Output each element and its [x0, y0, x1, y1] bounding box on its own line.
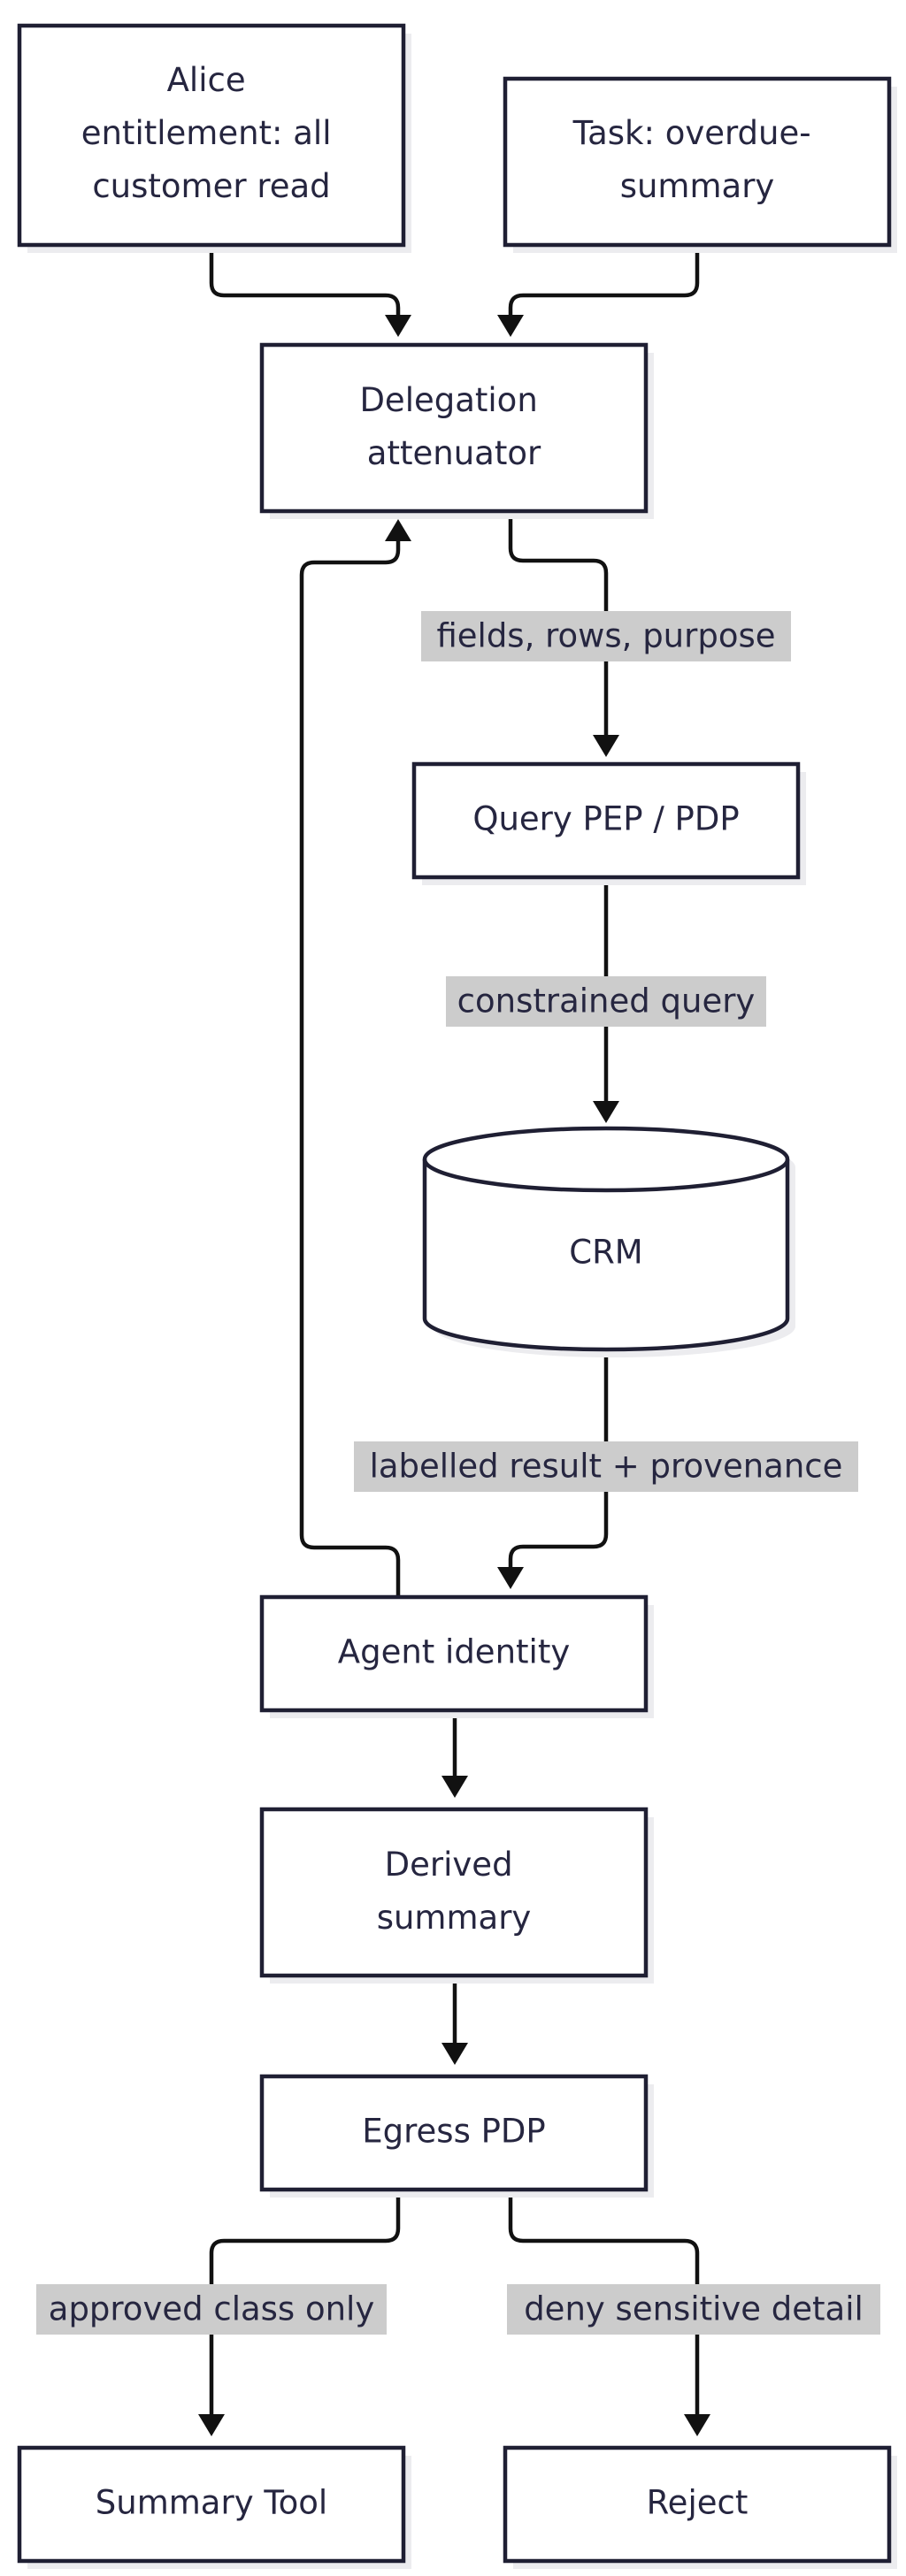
node-label: Summary Tool [96, 2484, 327, 2522]
node-delegation-attenuator: Delegation attenuator [259, 342, 654, 519]
edge-line [508, 247, 700, 315]
edge-agent-to-derived [441, 1712, 468, 1798]
node-derived-summary: Derived summary [259, 1807, 654, 1984]
edge-label-deny-sensitive-detail: deny sensitive detail [507, 2284, 880, 2335]
node-box [259, 342, 649, 514]
node-egress-pdp: Egress PDP [259, 2074, 654, 2198]
edge-line [508, 511, 609, 735]
edge-label-text: deny sensitive detail [524, 2290, 864, 2328]
arrow-head [198, 2414, 225, 2436]
edge-label-bg [354, 1441, 858, 1492]
edge-label-bg [421, 611, 791, 661]
arrow-head [441, 1776, 468, 1798]
edge-task-to-delegation [497, 247, 700, 337]
edge-delegation-to-query [508, 511, 619, 757]
node-agent-identity: Agent identity [259, 1594, 654, 1718]
arrow-head [441, 2043, 468, 2065]
edge-alice-to-delegation [209, 247, 411, 337]
edge-crm-to-agent [497, 1346, 609, 1589]
node-label: Alice entitlement: all customer read [81, 61, 342, 205]
edge-line [508, 1346, 609, 1567]
node-label: Egress PDP [362, 2113, 545, 2151]
node-query-pep-pdp: Query PEP / PDP [411, 761, 806, 885]
arrow-head [497, 315, 524, 337]
edge-label-bg [446, 976, 766, 1027]
node-box [503, 2445, 892, 2564]
node-label: Agent identity [338, 1633, 570, 1671]
edge-labels: fields, rows, purpose constrained query … [36, 611, 880, 2335]
node-box [259, 1594, 649, 1713]
node-alice-entitlement: Alice entitlement: all customer read [17, 23, 411, 253]
edge-egress-to-summary [198, 2191, 401, 2436]
edge-label-text: approved class only [49, 2290, 374, 2328]
node-label: Derived summary [377, 1846, 532, 1937]
edge-label-text: labelled result + provenance [370, 1448, 843, 1486]
edge-label-bg [507, 2284, 880, 2335]
nodes: Alice entitlement: all customer read Tas… [17, 23, 897, 2569]
arrow-head [684, 2414, 710, 2436]
edge-label-approved-class-only: approved class only [36, 2284, 387, 2335]
edge-line [209, 247, 401, 315]
node-label: Query PEP / PDP [472, 800, 739, 838]
edge-label-labelled-result: labelled result + provenance [354, 1441, 858, 1492]
node-box [17, 2445, 406, 2564]
edge-label-constrained-query: constrained query [446, 976, 766, 1027]
node-reject: Reject [503, 2445, 897, 2569]
node-label: Reject [647, 2484, 749, 2522]
node-cylinder-rim [422, 1158, 790, 1193]
node-cylinder-body [422, 1126, 790, 1352]
edge-line [209, 2191, 401, 2414]
arrow-head [497, 1567, 524, 1589]
edge-line [299, 541, 401, 1597]
edges [198, 247, 710, 2436]
node-box [259, 2074, 649, 2192]
edge-line [508, 2191, 700, 2414]
node-label: CRM [569, 1234, 642, 1272]
node-summary-tool: Summary Tool [17, 2445, 411, 2569]
edge-label-fields-rows-purpose: fields, rows, purpose [421, 611, 791, 661]
arrow-head [593, 1101, 619, 1123]
arrow-head [385, 519, 411, 541]
arrow-head [385, 315, 411, 337]
edge-derived-to-egress [441, 1976, 468, 2065]
node-label: Delegation attenuator [359, 381, 548, 472]
node-box [411, 761, 801, 880]
node-box [259, 1807, 649, 1978]
node-task-overdue-summary: Task: overdue- summary [503, 76, 897, 253]
edge-label-text: constrained query [457, 982, 756, 1020]
node-label: Task: overdue- summary [572, 114, 822, 205]
node-crm-database: CRM [422, 1126, 795, 1357]
node-box [503, 76, 892, 248]
edge-egress-to-reject [508, 2191, 710, 2436]
edge-label-text: fields, rows, purpose [436, 617, 775, 655]
edge-agent-to-delegation [299, 519, 411, 1597]
node-box [17, 23, 406, 248]
arrow-head [593, 735, 619, 757]
edge-label-bg [36, 2284, 387, 2335]
